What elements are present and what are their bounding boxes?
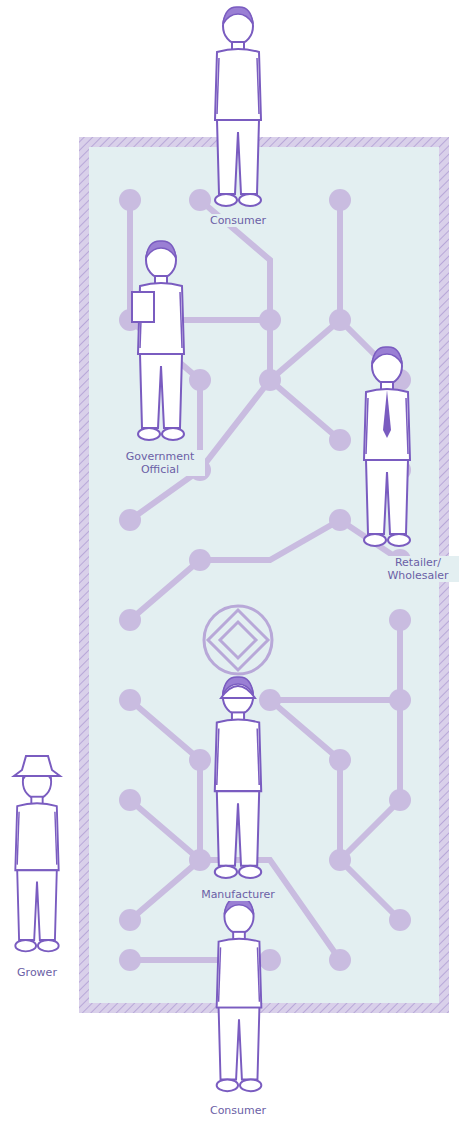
role-label: Consumer bbox=[207, 1104, 269, 1117]
official-figure bbox=[138, 241, 184, 440]
consumer-figure bbox=[215, 7, 261, 206]
role-label: Retailer/ Wholesaler bbox=[377, 556, 459, 582]
grower-group bbox=[14, 756, 60, 951]
role-label: Grower bbox=[14, 966, 60, 979]
role-label: Government Official bbox=[115, 450, 205, 476]
grower-figure bbox=[15, 764, 58, 952]
role-label: Manufacturer bbox=[198, 888, 278, 901]
manufacturer-group bbox=[215, 677, 261, 878]
manufacturer-figure bbox=[215, 677, 261, 878]
retailer-group bbox=[364, 347, 410, 546]
official-clipboard bbox=[132, 241, 184, 440]
consumer-figure bbox=[217, 898, 262, 1091]
retailer-figure bbox=[364, 347, 410, 546]
role-label: Consumer bbox=[207, 214, 269, 227]
center-emblem bbox=[204, 606, 272, 674]
